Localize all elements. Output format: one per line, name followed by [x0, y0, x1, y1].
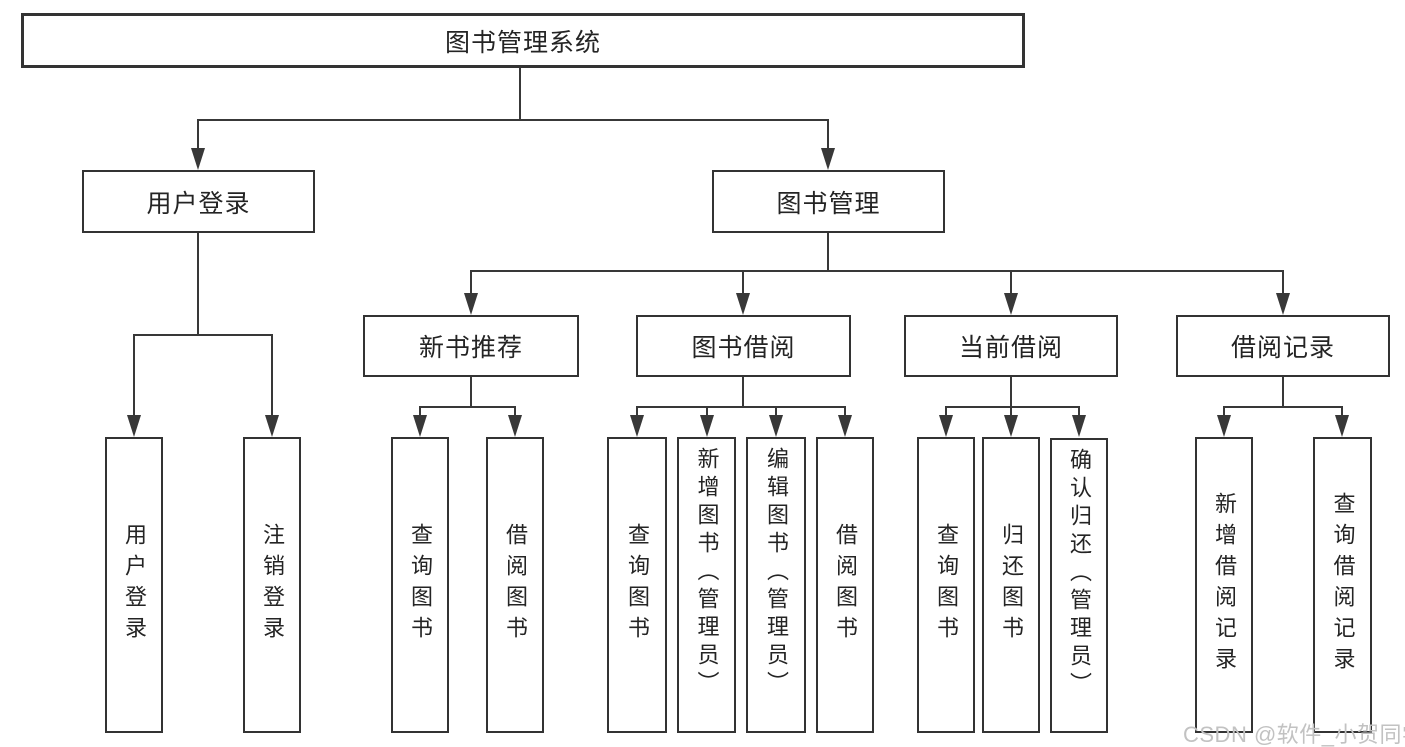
leaf-edit-books-admin: 编辑图书（管理员）: [746, 437, 806, 733]
leaf-label: 查询图书: [934, 523, 959, 647]
node-label: 用户登录: [146, 189, 251, 218]
leaf-borrow-books: 借阅图书: [816, 437, 874, 733]
node-user-login: 用户登录: [82, 170, 315, 233]
leaf-label: 借阅图书: [503, 523, 528, 647]
leaf-query-books-borrow: 查询图书: [607, 437, 667, 733]
node-new-book-recommend: 新书推荐: [363, 315, 579, 377]
leaf-label: 借阅图书: [833, 523, 858, 647]
leaf-logout: 注销登录: [243, 437, 301, 733]
leaf-return-books: 归还图书: [982, 437, 1040, 733]
node-book-borrow: 图书借阅: [636, 315, 851, 377]
leaf-label: 查询图书: [625, 523, 650, 647]
leaf-confirm-return-admin: 确认归还（管理员）: [1050, 438, 1108, 733]
leaf-query-borrow-record: 查询借阅记录: [1313, 437, 1372, 733]
leaf-query-books-current: 查询图书: [917, 437, 975, 733]
leaf-label: 编辑图书（管理员）: [764, 447, 789, 699]
leaf-label: 查询图书: [408, 523, 433, 647]
node-label: 当前借阅: [958, 334, 1063, 362]
node-borrow-records: 借阅记录: [1176, 315, 1390, 377]
leaf-label: 注销登录: [260, 523, 285, 647]
leaf-label: 新增借阅记录: [1212, 492, 1237, 678]
leaf-add-books-admin: 新增图书（管理员）: [677, 437, 736, 733]
node-library-system-root: 图书管理系统: [21, 13, 1025, 68]
leaf-label: 归还图书: [999, 523, 1024, 647]
node-label: 图书管理: [776, 189, 881, 218]
node-label: 新书推荐: [418, 334, 523, 362]
node-label: 图书借阅: [691, 334, 796, 362]
leaf-label: 新增图书（管理员）: [694, 447, 720, 699]
leaf-borrow-books-recommend: 借阅图书: [486, 437, 544, 733]
leaf-label: 确认归还（管理员）: [1067, 448, 1092, 700]
leaf-label: 用户登录: [122, 523, 147, 647]
node-label: 借阅记录: [1230, 334, 1335, 362]
node-label: 图书管理系统: [444, 28, 601, 57]
leaf-query-books-recommend: 查询图书: [391, 437, 449, 733]
leaf-add-borrow-record: 新增借阅记录: [1195, 437, 1253, 733]
csdn-watermark: CSDN @软件_小贺同学: [1183, 722, 1405, 747]
node-current-borrow: 当前借阅: [904, 315, 1118, 377]
leaf-label: 查询借阅记录: [1330, 492, 1356, 678]
leaf-user-login: 用户登录: [105, 437, 163, 733]
node-book-management: 图书管理: [712, 170, 945, 233]
